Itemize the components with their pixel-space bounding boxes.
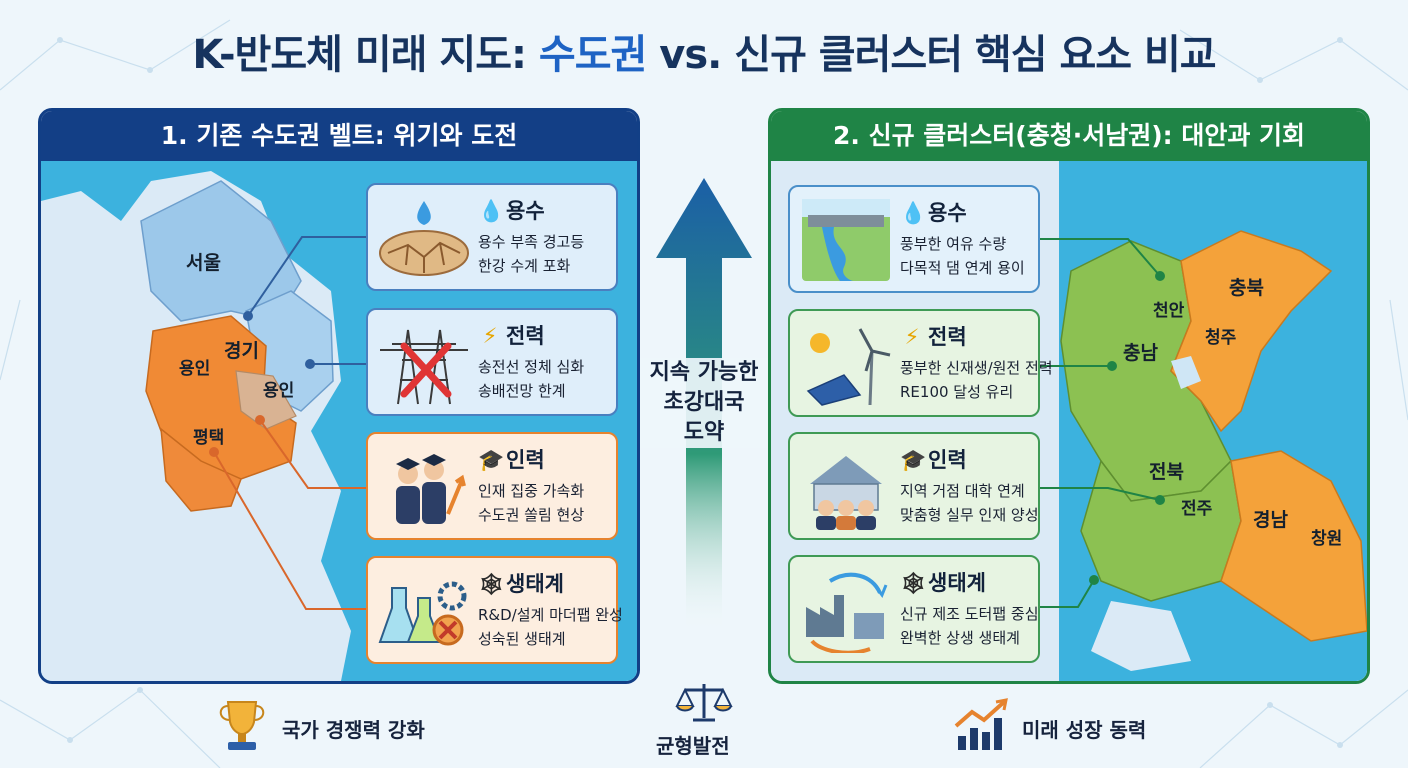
lab-gear-icon [378, 581, 467, 646]
cluster-water-card: 💧용수 풍부한 여유 수량 다목적 댐 연계 용이 [788, 185, 1040, 293]
footer-national-competitiveness: 국가 경쟁력 강화 [282, 718, 425, 742]
region-label-gyeongnam: 경남 [1253, 509, 1288, 531]
growth-chart-icon [954, 698, 1008, 750]
card-line: 한강 수계 포화 [478, 257, 571, 275]
card-title: 인력 [928, 448, 967, 472]
region-label-chungnam: 충남 [1123, 342, 1158, 364]
card-title: 전력 [928, 325, 967, 349]
card-title: 생태계 [506, 572, 564, 596]
region-label-cheongju: 청주 [1205, 328, 1237, 348]
card-title: 용수 [928, 201, 967, 225]
solar-wind-icon [806, 328, 891, 406]
card-line: 풍부한 신재생/원전 전력 [900, 359, 1053, 377]
footer-balanced-development: 균형발전 [656, 734, 730, 758]
cluster-ecosystem-card: 🕸생태계 신규 제조 도터팹 중심 완벽한 상생 생태계 [788, 555, 1040, 663]
card-title: 생태계 [928, 571, 986, 595]
card-line: 인재 집중 가속화 [478, 482, 585, 500]
center-message: 지속 가능한 초강대국 도약 [640, 358, 768, 448]
region-label-gyeonggi: 경기 [224, 340, 259, 362]
cluster-panel-header: 2. 신규 클러스터(충청·서남권): 대안과 기회 [771, 111, 1367, 161]
cluster-power-card: ⚡ 전력 풍부한 신재생/원전 전력 RE100 달성 유리 [788, 309, 1053, 417]
region-label-cheonan: 천안 [1153, 301, 1185, 321]
card-line: 수도권 쏠림 현상 [478, 506, 585, 524]
cracked-earth-icon [379, 201, 469, 276]
web-icon: 🕸 [478, 572, 505, 596]
capital-water-card: 💧용수 용수 부족 경고등 한강 수계 포화 [366, 183, 618, 291]
university-students-icon [810, 456, 882, 530]
water-drop-icon: 💧 [478, 199, 505, 223]
card-line: R&D/설계 마더팹 완성 [478, 606, 623, 624]
card-line: 송배전망 한계 [478, 382, 566, 400]
card-line: 신규 제조 도터팹 중심 [900, 605, 1039, 623]
card-line: 다목적 댐 연계 용이 [900, 259, 1025, 277]
capital-talent-card: 🎓인력 인재 집중 가속화 수도권 쏠림 현상 [366, 432, 618, 540]
card-line: 송전선 정체 심화 [478, 358, 585, 376]
footer-future-growth: 미래 성장 동력 [1022, 718, 1147, 742]
card-title: 전력 [506, 324, 545, 348]
capital-panel-header: 1. 기존 수도권 벨트: 위기와 도전 [41, 111, 637, 161]
page-title: K-반도체 미래 지도: 수도권 vs. 신규 클러스터 핵심 요소 비교 [192, 32, 1216, 78]
region-label-jeonbuk: 전북 [1149, 461, 1184, 483]
dam-river-icon [802, 199, 890, 281]
balance-scale-icon [675, 684, 733, 722]
capital-ecosystem-card: 🕸생태계 R&D/설계 마더팹 완성 성숙된 생태계 [366, 556, 623, 664]
region-label-yongin-west: 용인 [179, 359, 211, 379]
card-line: 완벽한 상생 생태계 [900, 629, 1020, 647]
region-label-changwon: 창원 [1311, 529, 1343, 549]
lightning-icon: ⚡ [482, 324, 498, 348]
card-line: 맞춤형 실무 인재 양성 [900, 506, 1039, 524]
region-label-yongin-east: 용인 [263, 381, 295, 401]
graduates-icon [396, 454, 466, 524]
factory-cycle-icon [806, 572, 888, 653]
capital-power-card: ⚡ 전력 송전선 정체 심화 송배전망 한계 [366, 308, 618, 416]
lightning-icon: ⚡ [904, 325, 920, 349]
water-drop-icon: 💧 [900, 201, 927, 225]
card-line: RE100 달성 유리 [900, 383, 1014, 401]
region-label-seoul: 서울 [186, 252, 221, 274]
card-title: 용수 [506, 199, 545, 223]
trophy-icon [219, 701, 265, 750]
region-label-chungbuk: 충북 [1229, 277, 1264, 299]
region-label-pyeongtaek: 평택 [193, 428, 225, 448]
card-line: 성숙된 생태계 [478, 630, 566, 648]
card-title: 인력 [506, 448, 545, 472]
graduation-cap-icon: 🎓 [900, 448, 927, 472]
cluster-talent-card: 🎓인력 지역 거점 대학 연계 맞춤형 실무 인재 양성 [788, 432, 1040, 540]
web-icon: 🕸 [900, 571, 927, 595]
card-line: 풍부한 여유 수량 [900, 235, 1007, 253]
graduation-cap-icon: 🎓 [478, 448, 505, 472]
card-line: 용수 부족 경고등 [478, 233, 585, 251]
region-label-jeonju: 전주 [1181, 499, 1213, 519]
transmission-tower-x-icon [380, 329, 468, 405]
card-line: 지역 거점 대학 연계 [900, 482, 1025, 500]
